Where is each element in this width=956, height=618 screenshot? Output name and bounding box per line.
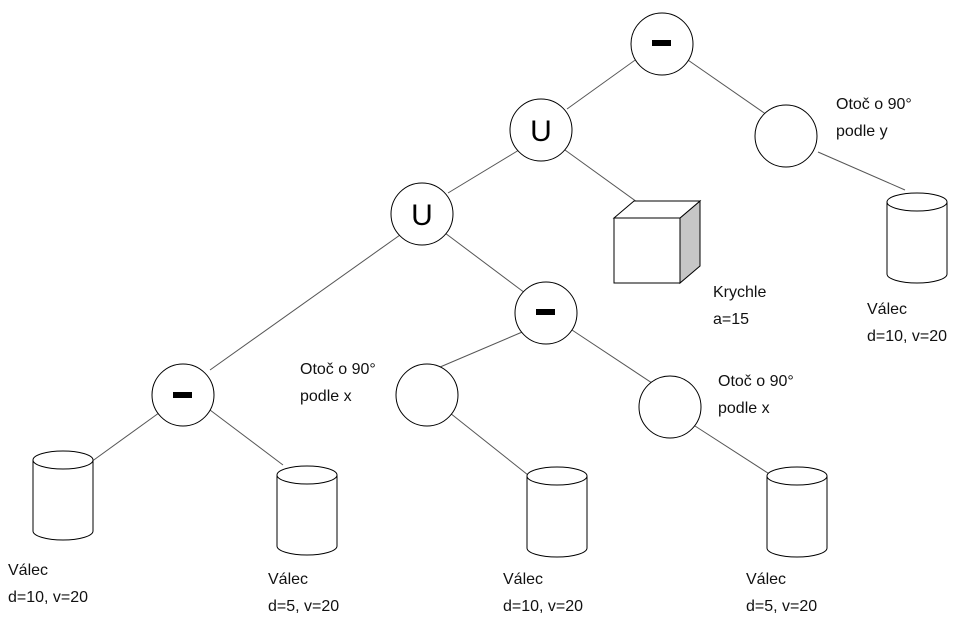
minus-symbol-root (652, 40, 671, 46)
cylinder-2-label-line2: d=5, v=20 (268, 598, 340, 615)
rotate-x-left-label-line2: podle x (300, 388, 352, 405)
cylinder-1-label-line1: Válec (8, 562, 49, 579)
cylinder-right-label-line1: Válec (867, 301, 908, 318)
edge-diff-mid-rotate-x-left (425, 329, 528, 374)
cylinder-1-label: Válec d=10, v=20 (8, 557, 88, 611)
minus-symbol-diff-mid (536, 309, 555, 315)
union-mid-node-circle (390, 182, 454, 246)
tree-edges (90, 57, 906, 478)
edge-rotate-x-left-cyl3 (449, 412, 529, 476)
edge-diff-left-cyl2 (209, 409, 284, 466)
rotate-x-right-node-circle (638, 375, 702, 439)
rotate-x-right-label: Otoč o 90° podle x (718, 368, 794, 422)
cylinder-3-label-line2: d=10, v=20 (503, 598, 584, 615)
cylinder-right-label: Válec d=10, v=20 (867, 296, 947, 350)
cylinder-2-label: Válec d=5, v=20 (268, 566, 339, 618)
cylinder-3-label-line1: Válec (503, 571, 544, 588)
cylinder-2-label-line1: Válec (268, 571, 309, 588)
minus-symbol-diff-left (173, 392, 192, 398)
rotate-x-right-label-line1: Otoč o 90° (718, 373, 794, 390)
cube-label-line1: Krychle (713, 284, 767, 301)
cube-shape (612, 199, 702, 285)
rotate-y-label-line1: Otoč o 90° (836, 96, 912, 113)
cylinder-right (886, 192, 948, 284)
rotate-x-left-node-circle (395, 363, 459, 427)
rotate-y-node-circle (754, 104, 818, 168)
cylinder-1 (32, 450, 94, 541)
rotate-x-right-label-line2: podle x (718, 400, 770, 417)
cube-label-line2: a=15 (713, 311, 750, 328)
cylinder-2 (276, 465, 338, 556)
cylinder-1-label-line2: d=10, v=20 (8, 589, 89, 606)
edge-rotate-y-cylinder (817, 151, 906, 191)
edge-union-mid-diff-left (209, 234, 401, 371)
edge-diff-mid-rotate-x-right (571, 329, 653, 384)
edge-diff-left-cyl1 (90, 409, 164, 463)
edge-root-rotate-y (684, 57, 771, 118)
cylinder-4-label-line1: Válec (746, 571, 787, 588)
edge-root-union-top (566, 57, 639, 110)
rotate-y-label-line2: podle y (836, 123, 888, 140)
cylinder-4-label-line2: d=5, v=20 (746, 598, 818, 615)
cylinder-4-label: Válec d=5, v=20 (746, 566, 817, 618)
rotate-x-left-label: Otoč o 90° podle x (300, 356, 376, 410)
edge-rotate-x-right-cyl4 (694, 425, 775, 478)
cylinder-3-label: Válec d=10, v=20 (503, 566, 583, 618)
union-symbol-top: U (530, 115, 552, 148)
rotate-y-label: Otoč o 90° podle y (836, 91, 912, 145)
edge-union-mid-diff-mid (444, 232, 526, 294)
edge-union-top-cube (564, 149, 638, 203)
cylinder-4 (766, 466, 828, 558)
cylinder-right-label-line2: d=10, v=20 (867, 328, 948, 345)
edge-union-top-union-mid (447, 149, 520, 194)
cube-label: Krychle a=15 (713, 279, 766, 333)
union-top-node-circle (509, 98, 573, 162)
union-symbol-mid: U (411, 199, 433, 232)
cylinder-3 (526, 466, 588, 558)
rotate-x-left-label-line1: Otoč o 90° (300, 361, 376, 378)
